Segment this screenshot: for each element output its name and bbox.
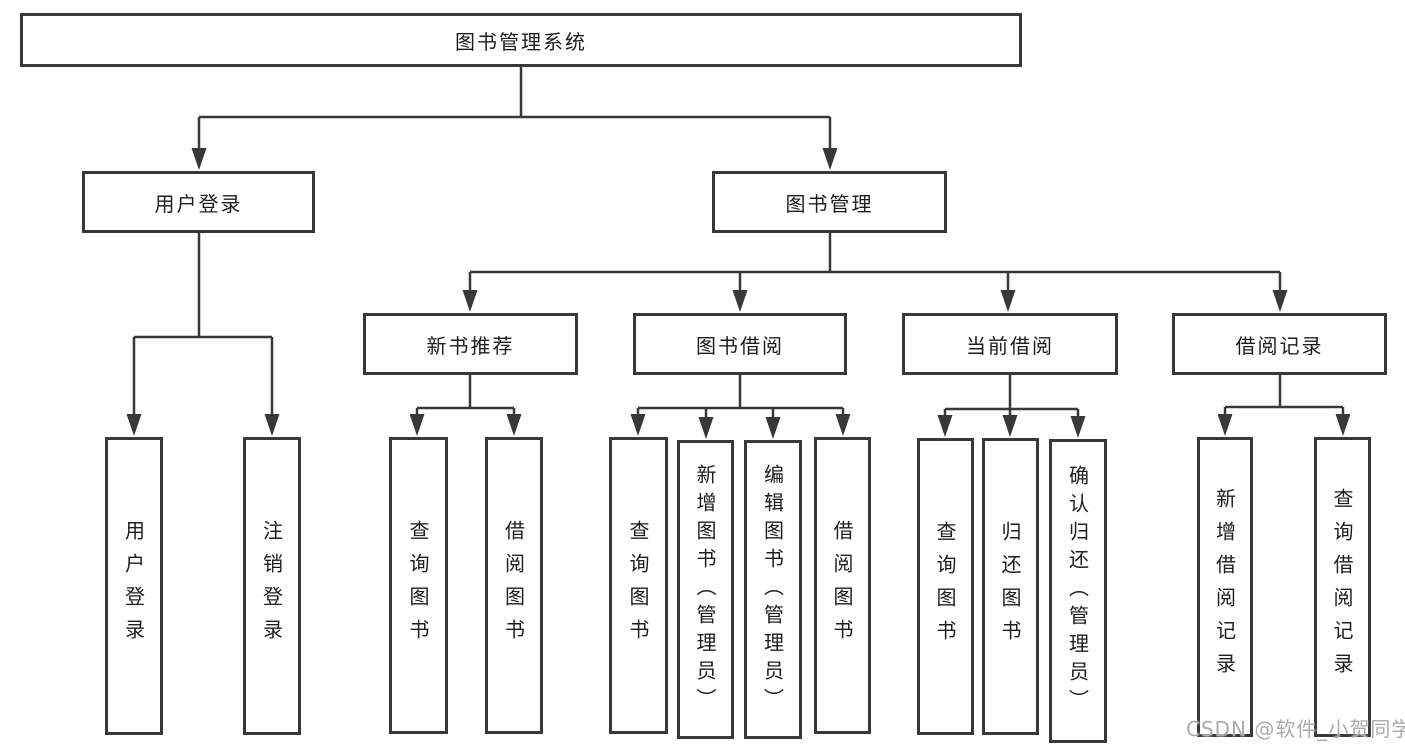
- leaf-borrow-books-borrowing: 借阅图书: [814, 437, 871, 734]
- node-book-borrowing: 图书借阅: [633, 313, 847, 375]
- leaf-query-books-borrowing: 查询图书: [609, 437, 668, 734]
- leaf-edit-books-admin: 编辑图书（管理员）: [744, 440, 802, 739]
- leaf-confirm-return-admin: 确认归还（管理员）: [1049, 439, 1107, 743]
- watermark-text: CSDN @软件_小贺同学: [1186, 717, 1405, 741]
- node-book-management: 图书管理: [712, 171, 947, 233]
- leaf-query-borrow-record: 查询借阅记录: [1314, 437, 1371, 737]
- node-user-login: 用户登录: [82, 171, 315, 233]
- node-current-borrowing: 当前借阅: [902, 313, 1118, 375]
- node-new-book-recommendation: 新书推荐: [363, 313, 578, 375]
- connector-lines: [132, 67, 1345, 419]
- leaf-user-login: 用户登录: [105, 437, 163, 735]
- leaf-logout: 注销登录: [243, 437, 301, 735]
- leaf-query-books-recommendation: 查询图书: [389, 437, 448, 734]
- leaf-add-books-admin: 新增图书（管理员）: [677, 440, 734, 739]
- node-root: 图书管理系统: [20, 13, 1022, 67]
- leaf-query-books-current: 查询图书: [917, 438, 974, 735]
- leaf-borrow-books-recommendation: 借阅图书: [485, 437, 543, 734]
- leaf-return-books: 归还图书: [982, 438, 1039, 735]
- node-borrowing-records: 借阅记录: [1172, 313, 1387, 375]
- leaf-add-borrow-record: 新增借阅记录: [1197, 437, 1253, 737]
- arrowheads: [126, 148, 1351, 439]
